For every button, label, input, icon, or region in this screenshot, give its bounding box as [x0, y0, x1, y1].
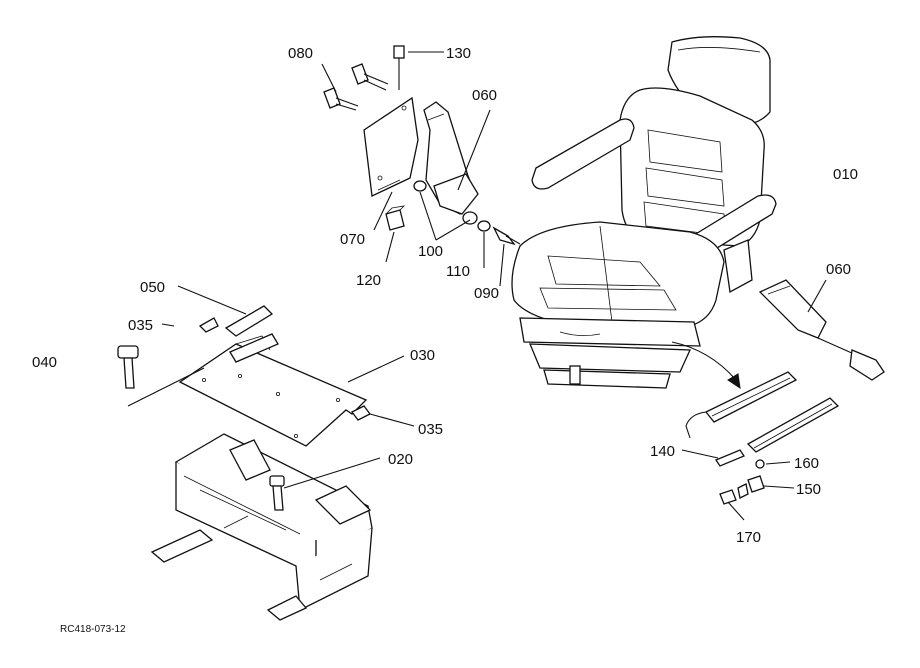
- arrow-head: [727, 373, 741, 390]
- label-130: 130: [446, 45, 471, 62]
- label-110: 110: [446, 263, 470, 280]
- belt-bracket-assembly: [323, 45, 521, 246]
- seat-mount-plate: [117, 305, 371, 447]
- label-100: 100: [418, 243, 443, 260]
- slide-rails: [685, 371, 840, 505]
- label-010: 010: [833, 166, 858, 183]
- seat-base-frame: [150, 433, 373, 621]
- label-140: 140: [650, 443, 675, 460]
- seat-belt-right: [758, 279, 885, 381]
- label-160: 160: [794, 455, 819, 472]
- seat-assembly: [511, 36, 777, 389]
- label-080: 080: [288, 45, 313, 62]
- label-150: 150: [796, 481, 821, 498]
- label-040: 040: [32, 354, 57, 371]
- label-090: 090: [474, 285, 499, 302]
- label-120: 120: [356, 272, 381, 289]
- label-060-bracket: 060: [472, 87, 497, 104]
- label-035-left: 035: [128, 317, 153, 334]
- leader-lines: [161, 51, 827, 521]
- label-030: 030: [410, 347, 435, 364]
- label-060-seat: 060: [826, 261, 851, 278]
- direction-arrow: [671, 341, 737, 381]
- reference-code: RC418-073-12: [60, 624, 126, 635]
- label-170: 170: [736, 529, 761, 546]
- label-035-right: 035: [418, 421, 443, 438]
- label-020: 020: [388, 451, 413, 468]
- label-070: 070: [340, 231, 365, 248]
- label-050: 050: [140, 279, 165, 296]
